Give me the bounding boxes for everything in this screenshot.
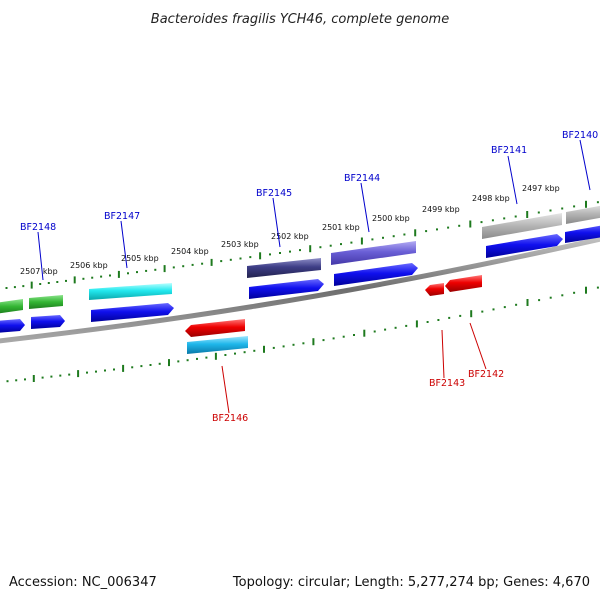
leader-bf2144	[360, 182, 370, 233]
gene-bar-bf2145-navy[interactable]	[247, 258, 321, 278]
kbp-label: 2506 kbp	[70, 261, 108, 270]
kbp-label: 2501 kbp	[322, 223, 360, 232]
cds-arrow-bf2147[interactable]	[91, 303, 174, 322]
kbp-label: 2503 kbp	[221, 240, 259, 249]
inner-tick-row	[6, 286, 599, 383]
cds-arrow-bf2148-b[interactable]	[31, 315, 65, 329]
cds-arrow-bf2142[interactable]	[445, 275, 482, 292]
leader-bf2147	[120, 220, 128, 269]
gene-bar-bf2140-gray[interactable]	[566, 204, 600, 224]
gene-label-bf2143[interactable]: BF2143	[429, 378, 465, 389]
leader-bf2140	[579, 139, 591, 191]
cds-arrow-bf2146[interactable]	[185, 319, 245, 337]
cds-arrow-bf2145[interactable]	[249, 279, 324, 299]
cds-arrow-bf2143[interactable]	[425, 283, 444, 296]
leader-bf2146	[221, 365, 230, 414]
genome-backbone	[0, 236, 600, 344]
leader-bf2141	[507, 155, 518, 205]
map-title: Bacteroides fragilis YCH46, complete gen…	[151, 12, 449, 27]
leader-bf2143	[441, 329, 445, 379]
gene-label-bf2146[interactable]: BF2146	[212, 413, 248, 424]
gene-bar-bf2144-purple[interactable]	[331, 241, 416, 265]
cds-arrow-bf2144[interactable]	[334, 263, 418, 286]
gene-labels: BF2148 BF2147 BF2145 BF2144 BF2141 BF214…	[20, 130, 598, 424]
feature-track-lower	[187, 336, 248, 354]
gene-bar-bf2147-cyan[interactable]	[89, 283, 172, 300]
feature-track-upper	[0, 204, 600, 314]
kbp-scale: 2507 kbp 2506 kbp 2505 kbp 2504 kbp 2503…	[20, 184, 560, 276]
gene-bar-bf2148-green-b[interactable]	[29, 295, 63, 309]
leader-bf2142	[469, 322, 487, 370]
kbp-label: 2507 kbp	[20, 267, 58, 276]
kbp-label: 2502 kbp	[271, 232, 309, 241]
gene-label-bf2147[interactable]: BF2147	[104, 211, 140, 222]
kbp-label: 2497 kbp	[522, 184, 560, 193]
cds-arrow-bf2148-a[interactable]	[0, 319, 25, 333]
leader-bf2145	[272, 197, 281, 248]
kbp-label: 2500 kbp	[372, 214, 410, 223]
kbp-label: 2498 kbp	[472, 194, 510, 203]
outer-tick-row	[5, 200, 599, 289]
gene-label-bf2140[interactable]: BF2140	[562, 130, 598, 141]
kbp-label: 2505 kbp	[121, 254, 159, 263]
gene-label-bf2145[interactable]: BF2145	[256, 188, 292, 199]
gene-bar-bf2148-green-a[interactable]	[0, 299, 23, 314]
cds-track-forward	[0, 224, 600, 333]
kbp-label: 2504 kbp	[171, 247, 209, 256]
genome-summary: Topology: circular; Length: 5,277,274 bp…	[232, 575, 590, 590]
kbp-label: 2499 kbp	[422, 205, 460, 214]
cds-track-reverse	[185, 275, 482, 337]
accession-label: Accession: NC_006347	[9, 575, 157, 590]
gene-bar-bf2141-gray[interactable]	[482, 213, 562, 239]
gene-label-bf2142[interactable]: BF2142	[468, 369, 504, 380]
gene-label-bf2144[interactable]: BF2144	[344, 173, 380, 184]
gene-label-bf2148[interactable]: BF2148	[20, 222, 56, 233]
gene-label-bf2141[interactable]: BF2141	[491, 145, 527, 156]
gene-leader-lines	[37, 139, 591, 414]
cds-arrow-bf2140[interactable]	[565, 224, 600, 243]
gene-bar-bf2146-skyblue[interactable]	[187, 336, 248, 354]
leader-bf2148	[37, 231, 44, 281]
cds-arrow-bf2141[interactable]	[486, 234, 563, 258]
